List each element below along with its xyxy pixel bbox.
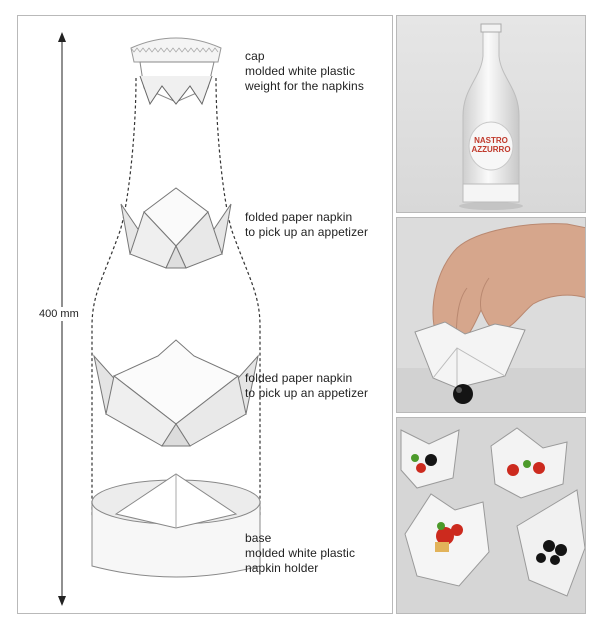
olive	[453, 384, 473, 404]
appetizers-graphic	[397, 418, 585, 613]
base-line-3: napkin holder	[245, 561, 319, 575]
napkin-upper	[120, 187, 232, 269]
bottle-label-line-2: AZZURRO	[471, 145, 511, 154]
appetizer-napkin-1	[400, 429, 460, 489]
napkin-lower-line-1: folded paper napkin	[245, 371, 353, 385]
bottle-photo-graphic	[397, 16, 585, 212]
base-part	[91, 473, 261, 578]
bottle-diagram-graphic	[58, 32, 261, 606]
napkin-lower-description: folded paper napkin to pick up an appeti…	[245, 371, 368, 401]
bottle-outline	[91, 77, 261, 516]
appetizer-napkin-3	[404, 493, 490, 587]
cap-description: cap molded white plastic weight for the …	[245, 49, 364, 94]
base-line-2: molded white plastic	[245, 546, 356, 560]
appetizer-napkin-2	[490, 427, 568, 499]
cap-line-3: weight for the napkins	[245, 79, 364, 93]
bottle-photo: NASTRO AZZURRO	[396, 15, 586, 213]
exploded-diagram-panel: 400 mm cap molded white plastic weight f…	[17, 15, 393, 614]
bottle-label-line-1: NASTRO	[474, 136, 508, 145]
napkin-upper-line-2: to pick up an appetizer	[245, 225, 369, 239]
napkin-upper-description: folded paper napkin to pick up an appeti…	[245, 210, 368, 240]
hand-napkin-graphic	[397, 218, 585, 412]
hand-napkin-photo	[396, 217, 586, 413]
napkin-lower-line-2: to pick up an appetizer	[245, 386, 369, 400]
appetizer-napkin-4	[516, 489, 585, 597]
napkin-lower	[93, 339, 259, 447]
bottle-label-text: NASTRO AZZURRO	[467, 136, 515, 154]
cap-part	[130, 37, 222, 106]
dimension-label: 400 mm	[39, 307, 79, 321]
cap-line-2: molded white plastic	[245, 64, 356, 78]
base-line-1: base	[245, 531, 272, 545]
napkin-upper-line-1: folded paper napkin	[245, 210, 353, 224]
appetizers-photo	[396, 417, 586, 614]
base-description: base molded white plastic napkin holder	[245, 531, 355, 576]
cap-line-1: cap	[245, 49, 265, 63]
